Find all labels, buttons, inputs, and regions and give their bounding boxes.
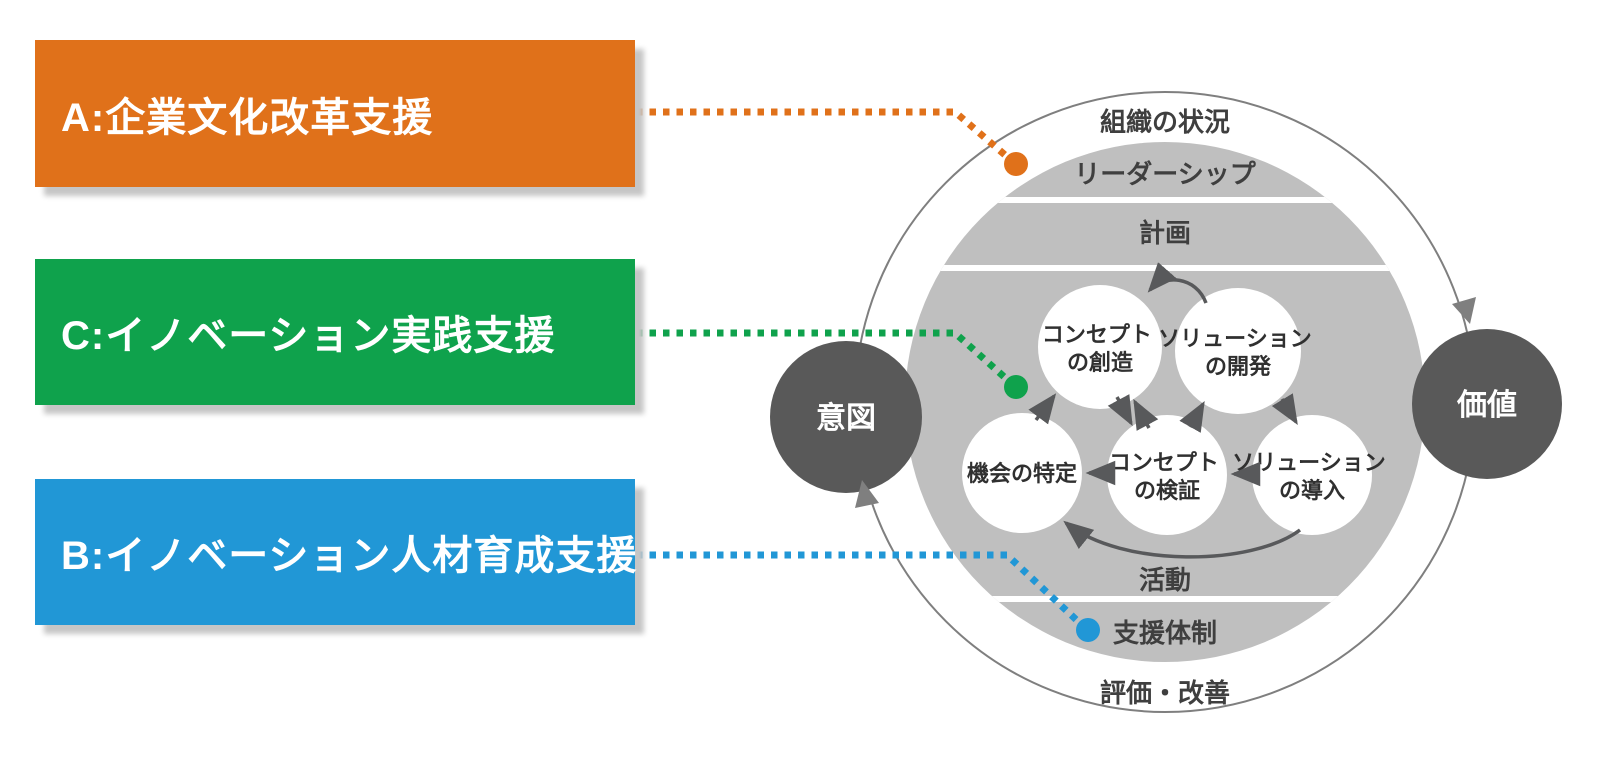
- circle-opportunity-identification: [962, 413, 1082, 533]
- label-concept-creation: コンセプト の創造: [1042, 322, 1158, 375]
- arrow-create-to-validate: [1107, 394, 1133, 427]
- connector-dot-b: [1076, 618, 1100, 642]
- label-leadership: リーダーシップ: [1074, 159, 1256, 189]
- arrow-identify-to-create: [1028, 393, 1057, 425]
- process-arrows: [1028, 262, 1302, 559]
- arrow-validate-to-develop: [1179, 400, 1205, 433]
- circle-solution-deployment: [1252, 415, 1372, 535]
- label-value: 価値: [1456, 389, 1517, 422]
- connector-dot-c: [1004, 375, 1028, 399]
- band-separator-1: [905, 197, 1425, 203]
- circle-concept-creation: [1038, 285, 1162, 409]
- connector-line-b: [636, 551, 1087, 630]
- legend-label-b: B:イノベーション人材育成支援: [61, 534, 638, 578]
- label-evaluation-improvement: 評価・改善: [1100, 678, 1230, 708]
- label-plan: 計画: [1139, 218, 1191, 248]
- legend-box-culture-reform: A:企業文化改革支援: [35, 40, 635, 187]
- label-solution-development: ソリューション の開発: [1158, 326, 1318, 379]
- circle-concept-validation: [1107, 415, 1227, 535]
- value-circle: [1412, 329, 1562, 479]
- arrow-develop-to-deploy: [1271, 393, 1298, 425]
- side-circles: 意図 価値: [770, 329, 1562, 493]
- intent-circle: [770, 341, 922, 493]
- outer-ring-arrowhead-to-value: [1452, 297, 1476, 324]
- outer-ring-arrowhead-to-intent: [855, 480, 879, 508]
- arrow-develop-to-create-curve: [1147, 262, 1208, 304]
- legend-connectors: [636, 108, 1087, 630]
- circle-solution-development: [1175, 288, 1301, 414]
- label-opportunity-identification: 機会の特定: [967, 461, 1077, 486]
- arrow-validate-to-create: [1133, 398, 1159, 431]
- connector-line-c: [636, 329, 1014, 386]
- arrow-deploy-to-identify-curve: [1063, 520, 1302, 559]
- label-intent: 意図: [816, 401, 876, 435]
- legend-label-c: C:イノベーション実践支援: [61, 314, 556, 358]
- band-separator-2: [905, 265, 1425, 271]
- label-concept-validation: コンセプト の検証: [1109, 450, 1225, 503]
- process-circles: コンセプト の創造 ソリューション の開発 機会の特定 コンセプト の検証 ソリ…: [962, 285, 1386, 535]
- label-organization-context: 組織の状況: [1100, 107, 1230, 137]
- legend-label-a: A:企業文化改革支援: [61, 95, 434, 140]
- legend-box-innovation-practice: C:イノベーション実践支援: [35, 259, 635, 405]
- connector-dot-a: [1004, 152, 1028, 176]
- label-activity: 活動: [1139, 565, 1191, 595]
- label-support-system: 支援体制: [1113, 618, 1217, 648]
- legend-box-talent-development: B:イノベーション人材育成支援: [35, 479, 638, 625]
- band-separator-3: [905, 596, 1425, 602]
- connector-line-a: [636, 108, 1015, 164]
